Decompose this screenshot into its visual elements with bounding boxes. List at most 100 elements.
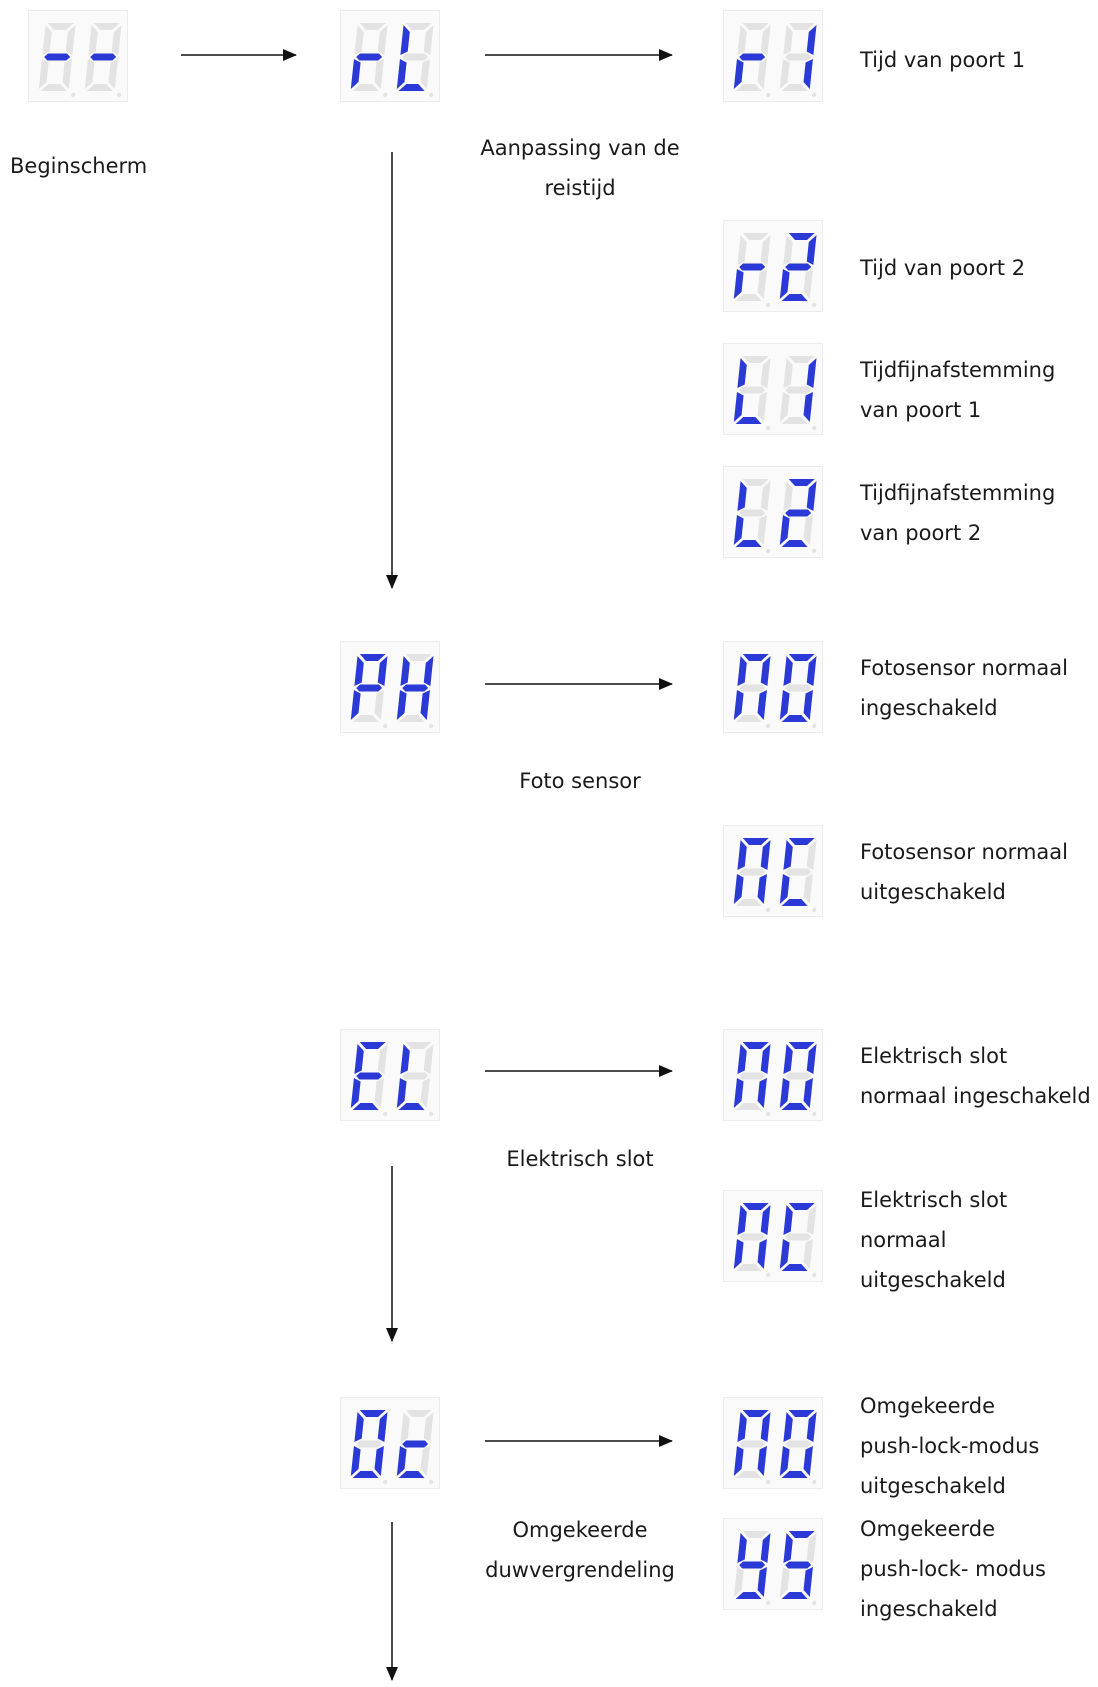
segment-a xyxy=(405,23,432,30)
segment-c xyxy=(757,269,767,299)
segment-a xyxy=(742,233,769,240)
segment-d xyxy=(781,1103,808,1110)
segment-a xyxy=(788,1042,815,1049)
segment-g xyxy=(739,263,766,271)
segment-g xyxy=(739,1440,766,1448)
segment-b xyxy=(760,235,771,265)
decimal-point xyxy=(811,1479,817,1485)
segment-e xyxy=(350,1446,361,1476)
segment-c xyxy=(803,1239,813,1269)
display-photo-no xyxy=(723,641,823,733)
decimal-point xyxy=(811,548,817,554)
segment-b xyxy=(377,656,388,686)
segment-f xyxy=(737,1205,747,1235)
segment-a xyxy=(93,23,120,30)
display-r2 xyxy=(723,220,823,312)
segment-a xyxy=(788,654,815,661)
display-elock-no xyxy=(723,1029,823,1121)
seven-segment-digits xyxy=(733,1410,817,1485)
segment-g xyxy=(402,1440,429,1448)
segment-c xyxy=(108,59,118,89)
segment-e xyxy=(779,874,790,904)
segment-g xyxy=(785,509,812,517)
label-start: Beginscherm xyxy=(10,154,148,178)
segment-d xyxy=(781,417,808,424)
segment-b xyxy=(760,1044,771,1074)
label-elock: Elektrisch slot xyxy=(506,1147,654,1171)
segment-d xyxy=(735,540,762,547)
segment-b xyxy=(760,25,771,55)
segment-c xyxy=(803,1446,813,1476)
segment-f xyxy=(354,1412,364,1442)
display-l2 xyxy=(723,466,823,558)
segment-a xyxy=(742,1531,769,1538)
decimal-point xyxy=(765,1479,771,1485)
seven-segment-digits xyxy=(733,479,817,554)
segment-b xyxy=(806,1533,817,1563)
segment-d xyxy=(781,1471,808,1478)
segment-a xyxy=(359,23,386,30)
segment-c xyxy=(757,515,767,545)
segment-g xyxy=(739,509,766,517)
segment-e xyxy=(84,59,95,89)
segment-f xyxy=(354,25,364,55)
segment-g xyxy=(44,53,71,61)
label-photo-no: Fotosensor normaal ingeschakeld xyxy=(860,656,1068,720)
segment-b xyxy=(65,25,76,55)
decimal-point xyxy=(765,548,771,554)
decimal-point xyxy=(811,907,817,913)
segment-g xyxy=(785,263,812,271)
segment-d xyxy=(781,294,808,301)
segment-b xyxy=(760,1205,771,1235)
segment-g xyxy=(739,386,766,394)
label-r1: Tijd van poort 1 xyxy=(860,48,1026,72)
segment-e xyxy=(733,1239,744,1269)
segment-a xyxy=(359,1410,386,1417)
segment-e xyxy=(733,59,744,89)
label-l2: Tijdfijnafstemming van poort 2 xyxy=(860,481,1056,545)
segment-f xyxy=(737,25,747,55)
decimal-point xyxy=(116,92,122,98)
decimal-point xyxy=(428,1111,434,1117)
segment-c xyxy=(374,690,384,720)
seven-segment-digits xyxy=(350,1410,434,1485)
segment-g xyxy=(739,868,766,876)
decimal-point xyxy=(428,723,434,729)
segment-g xyxy=(739,1072,766,1080)
segment-d xyxy=(735,84,762,91)
seven-segment-digits xyxy=(733,838,817,913)
label-r2: Tijd van poort 2 xyxy=(860,256,1026,280)
segment-d xyxy=(735,1592,762,1599)
display-start xyxy=(28,10,128,102)
decimal-point xyxy=(765,302,771,308)
segment-g xyxy=(402,53,429,61)
segment-b xyxy=(377,1412,388,1442)
segment-a xyxy=(788,838,815,845)
segment-a xyxy=(788,1410,815,1417)
segment-a xyxy=(359,654,386,661)
segment-f xyxy=(783,656,793,686)
segment-e xyxy=(779,392,790,422)
decimal-point xyxy=(70,92,76,98)
segment-e xyxy=(779,269,790,299)
decimal-point xyxy=(811,723,817,729)
segment-b xyxy=(760,1533,771,1563)
segment-c xyxy=(420,59,430,89)
label-reverse: Omgekeerde duwvergrendeling xyxy=(485,1518,675,1582)
decimal-point xyxy=(765,425,771,431)
display-photo-ph xyxy=(340,641,440,733)
display-elock-el xyxy=(340,1029,440,1121)
segment-g xyxy=(402,1072,429,1080)
segment-g xyxy=(90,53,117,61)
segment-e xyxy=(779,1239,790,1269)
segment-e xyxy=(38,59,49,89)
segment-f xyxy=(783,1205,793,1235)
segment-c xyxy=(803,874,813,904)
segment-d xyxy=(398,715,425,722)
segment-c xyxy=(757,392,767,422)
segment-f xyxy=(737,656,747,686)
decimal-point xyxy=(811,1600,817,1606)
segment-f xyxy=(783,840,793,870)
segment-f xyxy=(737,1533,747,1563)
segment-c xyxy=(757,1239,767,1269)
